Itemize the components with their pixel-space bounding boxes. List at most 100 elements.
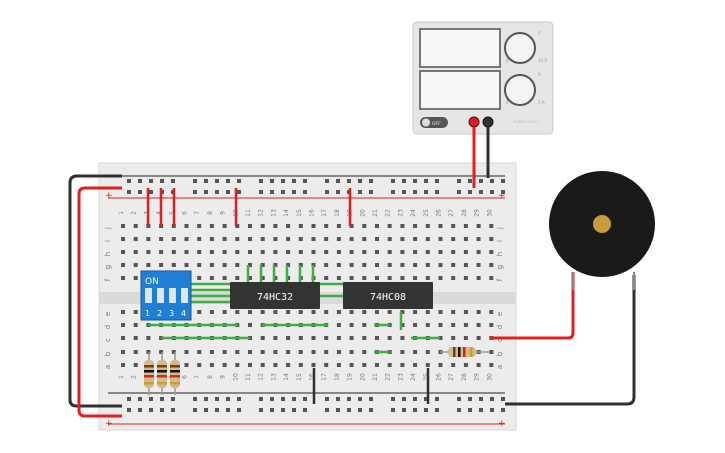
rail-hole[interactable] — [281, 408, 285, 412]
breadboard-hole[interactable] — [311, 224, 316, 228]
rail-hole[interactable] — [160, 397, 164, 401]
breadboard-hole[interactable] — [362, 250, 367, 254]
breadboard-hole[interactable] — [349, 250, 354, 254]
breadboard-hole[interactable] — [375, 310, 379, 314]
breadboard-hole[interactable] — [451, 336, 456, 340]
breadboard-hole[interactable] — [400, 323, 405, 327]
breadboard-hole[interactable] — [184, 263, 189, 267]
breadboard-hole[interactable] — [451, 310, 456, 314]
breadboard-hole[interactable] — [362, 237, 367, 241]
breadboard-hole[interactable] — [222, 250, 227, 254]
rail-hole[interactable] — [127, 190, 131, 194]
rail-hole[interactable] — [127, 397, 131, 401]
rail-hole[interactable] — [391, 179, 395, 183]
breadboard-hole[interactable] — [438, 263, 443, 267]
rail-hole[interactable] — [325, 397, 329, 401]
breadboard-hole[interactable] — [222, 350, 227, 354]
breadboard-hole[interactable] — [184, 224, 189, 228]
rail-hole[interactable] — [501, 179, 505, 183]
breadboard-hole[interactable] — [425, 276, 430, 280]
rail-hole[interactable] — [490, 190, 494, 194]
breadboard-hole[interactable] — [387, 336, 392, 340]
breadboard-hole[interactable] — [286, 237, 291, 241]
breadboard-hole[interactable] — [235, 250, 240, 254]
rail-hole[interactable] — [270, 179, 274, 183]
rail-hole[interactable] — [468, 397, 472, 401]
breadboard-hole[interactable] — [324, 363, 329, 367]
rail-hole[interactable] — [435, 408, 439, 412]
breadboard-hole[interactable] — [336, 350, 341, 354]
breadboard-hole[interactable] — [324, 224, 329, 228]
rail-hole[interactable] — [424, 408, 428, 412]
breadboard-hole[interactable] — [451, 224, 456, 228]
breadboard-hole[interactable] — [463, 250, 468, 254]
breadboard-hole[interactable] — [159, 350, 164, 354]
breadboard-hole[interactable] — [260, 263, 265, 267]
rail-hole[interactable] — [479, 190, 483, 194]
breadboard-hole[interactable] — [146, 237, 151, 241]
breadboard-hole[interactable] — [476, 237, 481, 241]
rail-hole[interactable] — [336, 397, 340, 401]
breadboard-hole[interactable] — [121, 237, 125, 241]
breadboard-hole[interactable] — [413, 237, 418, 241]
breadboard-hole[interactable] — [438, 323, 443, 327]
rail-hole[interactable] — [402, 397, 406, 401]
rail-hole[interactable] — [292, 179, 296, 183]
breadboard-hole[interactable] — [235, 224, 240, 228]
rail-hole[interactable] — [413, 190, 417, 194]
breadboard-hole[interactable] — [209, 250, 214, 254]
rail-hole[interactable] — [325, 179, 329, 183]
breadboard-hole[interactable] — [463, 323, 468, 327]
breadboard-hole[interactable] — [159, 263, 164, 267]
breadboard-hole[interactable] — [260, 224, 265, 228]
rail-hole[interactable] — [226, 408, 230, 412]
breadboard-hole[interactable] — [171, 250, 176, 254]
rail-hole[interactable] — [204, 179, 208, 183]
breadboard-hole[interactable] — [209, 224, 214, 228]
breadboard-hole[interactable] — [362, 336, 367, 340]
rail-hole[interactable] — [402, 190, 406, 194]
breadboard-hole[interactable] — [413, 224, 418, 228]
power-wires[interactable] — [68, 127, 636, 418]
breadboard-hole[interactable] — [400, 263, 405, 267]
breadboard-hole[interactable] — [133, 263, 138, 267]
rail-hole[interactable] — [457, 190, 461, 194]
breadboard-hole[interactable] — [171, 237, 176, 241]
breadboard-hole[interactable] — [298, 310, 303, 314]
breadboard-hole[interactable] — [286, 310, 291, 314]
breadboard-hole[interactable] — [197, 310, 202, 314]
rail-hole[interactable] — [160, 408, 164, 412]
breadboard-hole[interactable] — [489, 323, 494, 327]
rail-hole[interactable] — [193, 408, 197, 412]
rail-hole[interactable] — [490, 397, 494, 401]
breadboard-hole[interactable] — [375, 276, 379, 280]
breadboard-hole[interactable] — [133, 237, 138, 241]
rail-hole[interactable] — [391, 397, 395, 401]
breadboard-hole[interactable] — [336, 250, 341, 254]
breadboard-hole[interactable] — [146, 263, 151, 267]
rail-hole[interactable] — [204, 190, 208, 194]
breadboard-hole[interactable] — [362, 263, 367, 267]
breadboard-hole[interactable] — [425, 250, 430, 254]
rail-hole[interactable] — [369, 190, 373, 194]
breadboard-hole[interactable] — [362, 276, 367, 280]
breadboard-hole[interactable] — [387, 276, 392, 280]
breadboard-hole[interactable] — [286, 350, 291, 354]
breadboard-hole[interactable] — [260, 276, 265, 280]
breadboard-hole[interactable] — [400, 310, 405, 314]
breadboard-hole[interactable] — [463, 363, 468, 367]
breadboard-hole[interactable] — [235, 263, 240, 267]
breadboard-hole[interactable] — [362, 224, 367, 228]
breadboard-hole[interactable] — [387, 363, 392, 367]
breadboard-hole[interactable] — [159, 237, 164, 241]
breadboard-hole[interactable] — [413, 310, 418, 314]
breadboard-hole[interactable] — [413, 263, 418, 267]
breadboard-hole[interactable] — [463, 276, 468, 280]
breadboard-hole[interactable] — [425, 237, 430, 241]
breadboard-hole[interactable] — [235, 363, 240, 367]
breadboard-hole[interactable] — [375, 336, 379, 340]
rail-hole[interactable] — [292, 190, 296, 194]
rail-hole[interactable] — [358, 408, 362, 412]
breadboard-hole[interactable] — [400, 224, 405, 228]
